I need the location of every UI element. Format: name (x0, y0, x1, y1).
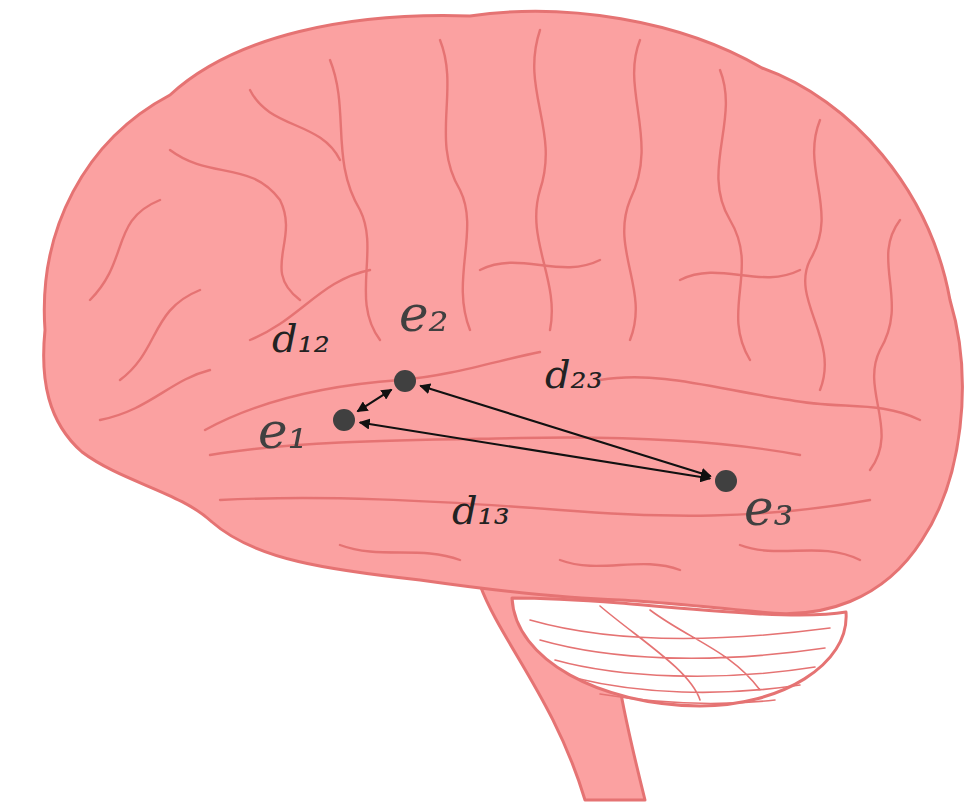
distance-arrow (420, 386, 710, 476)
brain-gyri (90, 30, 920, 570)
distance-arrow (357, 390, 391, 412)
electrode-dot: e₂ (394, 370, 416, 392)
distance-label: d₁₃ (452, 490, 510, 530)
brain-outline (44, 11, 963, 613)
distance-arrow (360, 423, 710, 479)
electrode-dot: e₁ (333, 409, 355, 431)
electrode-dot: e₃ (715, 470, 737, 492)
electrode-label: e₁ (258, 406, 308, 456)
electrode-label: e₃ (744, 483, 794, 533)
distance-label: d₁₂ (272, 318, 330, 358)
electrode-label: e₂ (399, 289, 449, 339)
distance-label: d₂₃ (545, 354, 603, 394)
cerebellum-folds (530, 606, 830, 703)
